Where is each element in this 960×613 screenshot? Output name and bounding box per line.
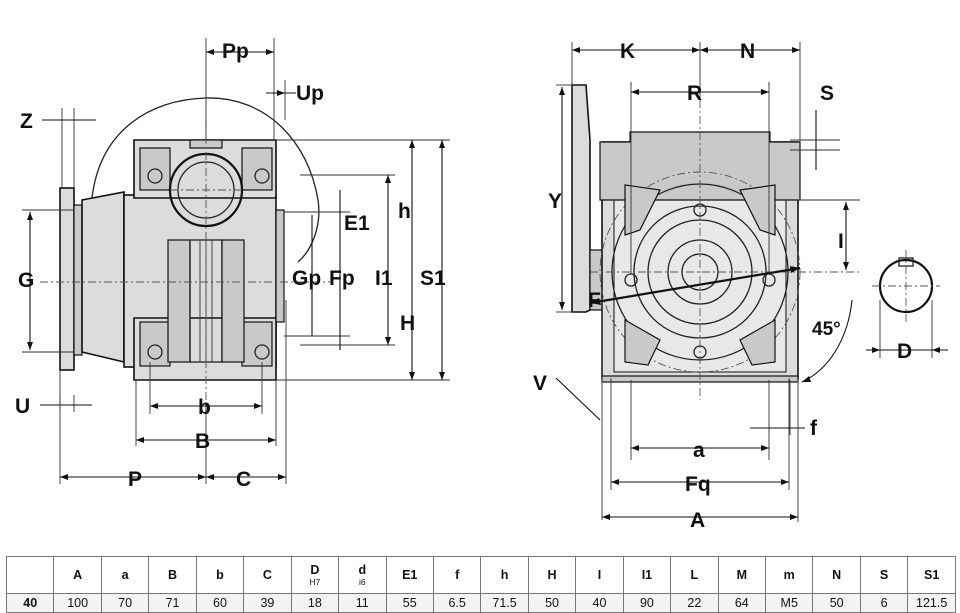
shaft-section: D — [866, 250, 948, 363]
label-R: R — [687, 82, 702, 105]
table-header-subscript: i6 — [358, 577, 366, 587]
label-Z: Z — [20, 110, 33, 133]
table-header: E1 — [385, 556, 434, 594]
label-I: I — [838, 230, 844, 253]
table-cell: 50 — [527, 593, 577, 613]
table-header: f — [432, 556, 482, 594]
label-U: U — [15, 395, 30, 418]
table-header: h — [480, 556, 529, 594]
table-header: H — [527, 556, 577, 594]
label-Gp: Gp — [292, 267, 321, 290]
table-header: I — [575, 556, 624, 594]
label-h: h — [398, 200, 411, 223]
table-header: M — [717, 556, 767, 594]
table-cell: 40 — [575, 593, 624, 613]
label-b: b — [198, 396, 211, 419]
table-header — [5, 556, 55, 594]
table-header: L — [670, 556, 719, 594]
table-cell: 50 — [812, 593, 861, 613]
label-H: H — [400, 312, 415, 335]
label-C: C — [236, 468, 251, 491]
table-header-label: d — [358, 563, 367, 577]
label-S1: S1 — [420, 267, 446, 290]
table-cell: 55 — [385, 593, 434, 613]
table-cell: 6 — [859, 593, 909, 613]
table-cell: 39 — [243, 593, 292, 613]
table-cell: 40 — [5, 593, 55, 613]
label-V: V — [533, 372, 547, 395]
table-cell: 121.5 — [907, 593, 956, 613]
table-cell: 60 — [195, 593, 245, 613]
table-cell: 11 — [338, 593, 387, 613]
label-Fq: Fq — [685, 473, 711, 496]
table-header: b — [195, 556, 245, 594]
label-E1: E1 — [344, 212, 370, 235]
label-Y: Y — [548, 190, 562, 213]
table-cell: 71.5 — [480, 593, 529, 613]
label-I1: I1 — [375, 267, 393, 290]
label-F: F — [588, 289, 601, 312]
table-cell: 22 — [670, 593, 719, 613]
label-K: K — [620, 40, 635, 63]
label-A: A — [690, 509, 705, 532]
technical-drawing: Pp Up Z G U E1 h Gp Fp I1 S1 H b B P C — [15, 38, 948, 532]
label-S: S — [820, 82, 834, 105]
label-G: G — [18, 269, 34, 292]
table-cell: 71 — [148, 593, 197, 613]
table-header: A — [53, 556, 102, 594]
label-P: P — [128, 468, 142, 491]
label-B: B — [195, 430, 210, 453]
table-cell: 100 — [53, 593, 102, 613]
label-Up: Up — [296, 82, 324, 105]
table-row: 40 100 70 71 60 39 18 11 55 6.5 71.5 50 … — [5, 593, 956, 613]
label-D: D — [897, 340, 912, 363]
table-cell: 18 — [290, 593, 340, 613]
table-cell: 70 — [100, 593, 150, 613]
table-header: B — [148, 556, 197, 594]
label-45deg: 45° — [812, 319, 841, 340]
table-header: m — [764, 556, 814, 594]
table-header: S1 — [907, 556, 956, 594]
table-header-label: D — [310, 563, 320, 577]
table-cell: 64 — [717, 593, 767, 613]
front-view: K N R S Y I F 45° V a f Fq A — [533, 40, 860, 532]
table-cell: 90 — [622, 593, 672, 613]
table-header: a — [100, 556, 150, 594]
label-Fp: Fp — [329, 267, 355, 290]
table-header: S — [859, 556, 909, 594]
side-view: Pp Up Z G U E1 h Gp Fp I1 S1 H b B P C — [15, 38, 450, 491]
label-Pp: Pp — [222, 40, 249, 63]
table-header: N — [812, 556, 861, 594]
label-N: N — [740, 40, 755, 63]
label-a: a — [693, 439, 705, 462]
table-cell: 6.5 — [432, 593, 482, 613]
label-f: f — [810, 417, 818, 440]
table-header-subscript: H7 — [309, 577, 321, 587]
table-header: I1 — [622, 556, 672, 594]
table-header: C — [243, 556, 292, 594]
table-cell: M5 — [764, 593, 814, 613]
